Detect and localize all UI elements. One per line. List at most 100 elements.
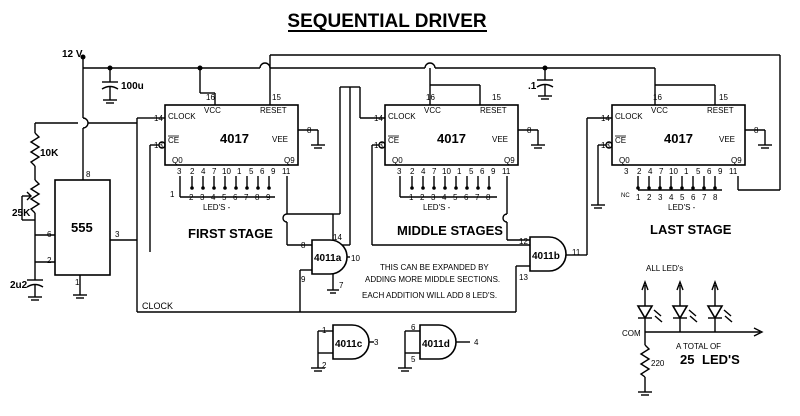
pin-15: 15 [492,93,501,102]
pin-2: 2 [47,256,52,265]
svg-text:3: 3 [624,167,629,176]
pin-3: 3 [374,338,379,347]
pin-vcc: VCC [424,106,441,115]
svg-text:7: 7 [244,193,249,202]
svg-text:2: 2 [190,167,195,176]
pin-1: 1 [75,278,80,287]
svg-text:2: 2 [647,193,652,202]
pin-8: 8 [86,170,91,179]
svg-text:7: 7 [659,167,664,176]
pin-11: 11 [572,248,581,257]
res-10k-label: 10K [40,148,59,159]
gate-c-label: 4011c [335,339,363,350]
svg-text:6: 6 [233,193,238,202]
pin-12: 12 [519,237,528,246]
nc-label: NC [621,193,630,199]
note-line3: EACH ADDITION WILL ADD 8 LED'S. [362,291,497,300]
cap-100u-label: 100u [121,81,144,92]
pin-4: 4 [474,338,479,347]
svg-text:2: 2 [637,167,642,176]
pin-7: 7 [339,281,344,290]
pin-reset: RESET [480,106,507,115]
svg-text:5: 5 [696,167,701,176]
svg-text:6: 6 [260,167,265,176]
pot-25k-label: 25K [12,208,31,219]
svg-text:9: 9 [491,167,496,176]
pin-vee: VEE [492,135,508,144]
ic-4017-first [164,104,299,166]
svg-text:2: 2 [189,193,194,202]
supply-label: 12 V [62,49,83,60]
pin-ce: CE [388,136,399,145]
total-number: 25 [680,352,694,367]
svg-text:5: 5 [453,193,458,202]
pin-2: 2 [322,361,327,370]
svg-text:5: 5 [222,193,227,202]
svg-text:9: 9 [266,193,271,202]
ic-label: 4017 [664,131,693,146]
svg-text:10: 10 [222,167,231,176]
pin-clock: CLOCK [168,112,196,121]
leds-label: LED'S - [203,203,231,212]
svg-text:3: 3 [177,167,182,176]
output-ticks [190,176,717,190]
svg-text:1: 1 [409,193,414,202]
title: SEQUENTIAL DRIVER [287,11,486,32]
stage-first-label: FIRST STAGE [188,226,273,241]
com-label: COM [622,329,641,338]
svg-text:5: 5 [469,167,474,176]
svg-text:8: 8 [713,193,718,202]
ic-label: 4017 [220,131,249,146]
svg-text:7: 7 [212,167,217,176]
all-leds-label: ALL LED's [646,264,683,273]
cap-01-label: .1 [528,81,537,92]
res-220-label: 220 [651,359,665,368]
svg-text:11: 11 [502,167,511,176]
gate-4011d [419,324,457,360]
svg-text:6: 6 [464,193,469,202]
pin-15: 15 [272,93,281,102]
gate-4011c [332,324,370,360]
leds-label: LED'S - [423,203,451,212]
pin-6: 6 [411,323,416,332]
gate-d-label: 4011d [422,339,450,350]
pin-reset: RESET [707,106,734,115]
ic-4017-middle [384,104,519,166]
svg-text:10: 10 [442,167,451,176]
stage-last-label: LAST STAGE [650,222,732,237]
pin-3: 3 [115,230,120,239]
clock-label: CLOCK [142,301,173,311]
total-leds-label: LED'S [702,352,740,367]
pin-q0: Q0 [392,156,403,165]
pin-ce: CE [615,136,626,145]
svg-text:5: 5 [249,167,254,176]
svg-text:11: 11 [729,167,738,176]
svg-text:11: 11 [282,167,291,176]
svg-text:4: 4 [421,167,426,176]
led-icon [636,280,663,332]
cap-2u2-label: 2u2 [10,280,28,291]
pin-5: 5 [411,355,416,364]
total-label: A TOTAL OF [676,342,721,351]
svg-text:3: 3 [431,193,436,202]
pin-16: 16 [206,93,215,102]
pin-vee: VEE [719,135,735,144]
svg-text:4: 4 [442,193,447,202]
svg-text:8: 8 [486,193,491,202]
pin-8: 8 [301,241,306,250]
note-line2: ADDING MORE MIDDLE SECTIONS. [365,275,500,284]
svg-text:1: 1 [684,167,689,176]
svg-text:7: 7 [475,193,480,202]
svg-text:1: 1 [457,167,462,176]
pin-q9: Q9 [504,156,515,165]
pin-vcc: VCC [651,106,668,115]
svg-text:6: 6 [480,167,485,176]
svg-text:7: 7 [432,167,437,176]
svg-text:1: 1 [636,193,641,202]
pin-vee: VEE [272,135,288,144]
